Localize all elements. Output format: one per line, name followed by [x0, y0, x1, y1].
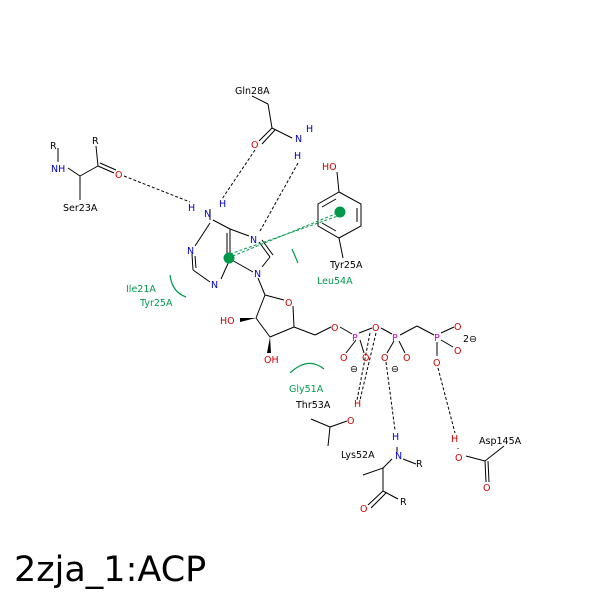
residue-label-gln28: Gln28A — [235, 86, 270, 97]
oxygen-label: O — [360, 504, 367, 515]
hydrophobic-contacts — [169, 248, 325, 374]
phosphorus-label: P — [434, 333, 440, 344]
r-group-label: R — [400, 497, 407, 508]
ring-centroid-tyr25 — [334, 206, 346, 218]
residue-labels: Gln28A Ser23A Tyr25A Leu54A Ile21A Tyr25… — [63, 86, 522, 461]
residue-label-gly51: Gly51A — [289, 384, 324, 395]
phosphorus-label: P — [352, 333, 358, 344]
nitrogen-label: N — [254, 269, 261, 280]
residue-label-ser23: Ser23A — [63, 203, 98, 214]
oxygen-label: O — [362, 353, 369, 364]
oxygen-label: O — [381, 353, 388, 364]
hydrogen-label: H — [219, 199, 226, 210]
hydroxyl-label: HO — [220, 316, 235, 327]
hydrogen-label: H — [306, 124, 313, 135]
residue-label-leu54: Leu54A — [317, 276, 353, 287]
oxygen-label: O — [455, 453, 462, 464]
hydrogen-label: H — [188, 203, 195, 214]
oxygen-label: O — [340, 353, 347, 364]
nitrogen-label: N — [295, 134, 302, 145]
nitrogen-label: N — [204, 209, 211, 220]
oxygen-label: O — [454, 322, 461, 333]
residue-label-tyr25: Tyr25A — [329, 260, 363, 271]
nitrogen-label: N — [250, 235, 257, 246]
oxygen-label: O — [285, 298, 292, 309]
hydrogen-bonds — [123, 149, 456, 434]
oxygen-label: O — [403, 353, 410, 364]
dianion-charge-label: 2⊖ — [463, 334, 477, 345]
r-group-label: R — [92, 136, 99, 147]
hydrogen-label: H — [354, 399, 361, 410]
negative-charge-label: ⊖ — [391, 364, 399, 375]
oxygen-label: O — [115, 170, 122, 181]
pi-stacking — [223, 206, 346, 264]
nitrogen-label: N — [395, 451, 402, 462]
oxygen-label: O — [433, 358, 440, 369]
oxygen-label: O — [251, 140, 258, 151]
r-group-label: R — [50, 141, 57, 152]
nitrogen-label: N — [211, 280, 218, 291]
negative-charge-label: ⊖ — [350, 364, 358, 375]
hydrogen-label: H — [451, 434, 458, 445]
oxygen-label: O — [454, 346, 461, 357]
bond-lines — [57, 95, 505, 509]
ligand-caption: 2zja_1:ACP — [14, 550, 207, 590]
nitrogen-label: N — [187, 246, 194, 257]
nitrogen-label: NH — [51, 164, 65, 175]
residue-label-thr53: Thr53A — [295, 400, 331, 411]
hydrogen-label: H — [294, 151, 301, 162]
hydroxyl-label: HO — [322, 162, 337, 173]
hydroxyl-label: OH — [264, 355, 279, 366]
hydrogen-label: H — [392, 432, 399, 443]
oxygen-label: O — [483, 483, 490, 494]
oxygen-label: O — [331, 323, 338, 334]
residue-label-asp145: Asp145A — [479, 436, 522, 447]
ring-centroid-adenine — [223, 252, 235, 264]
phosphorus-label: P — [392, 333, 398, 344]
residue-label-lys52: Lys52A — [341, 450, 375, 461]
r-group-label: R — [416, 459, 423, 470]
residue-label-tyr25-hydrophobic: Tyr25A — [139, 298, 173, 309]
residue-label-ile21: Ile21A — [126, 284, 156, 295]
oxygen-label: O — [372, 323, 379, 334]
atom-labels: R NH R O O N H H HO H N H N N N N O HO O… — [50, 124, 490, 515]
oxygen-label: O — [347, 416, 354, 427]
